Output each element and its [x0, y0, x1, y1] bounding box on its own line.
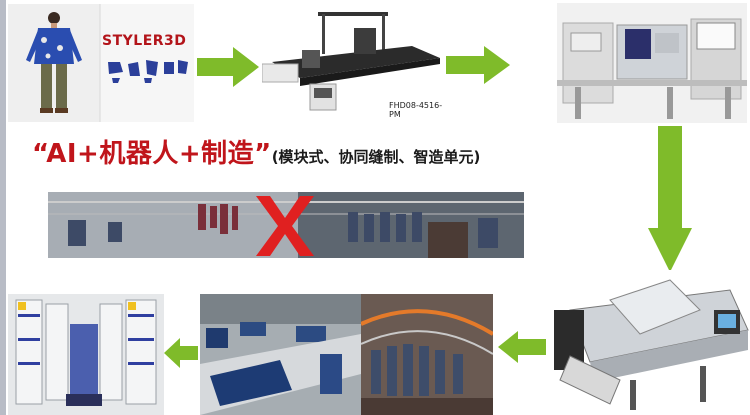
arrow-right-icon: [446, 46, 510, 84]
robot-cell-image: [554, 279, 749, 410]
warehouse-panel: [8, 294, 164, 415]
hanging-system-image: [361, 294, 493, 415]
title-sub: (模块式、协同缝制、智造单元): [271, 148, 481, 166]
hanging-line-panel: [361, 294, 493, 415]
slide-edge-bar: [0, 0, 6, 415]
arrow-left-icon: [498, 331, 546, 363]
arrow-left-icon: [164, 338, 198, 368]
packing-panel: [200, 294, 361, 415]
packing-line-image: [200, 294, 361, 415]
machine-model-label: FHD08-4516-PM: [389, 101, 443, 119]
robot-cell-panel: [550, 270, 750, 415]
sewing-workstation-panel: [557, 3, 747, 123]
styler3d-logo-text: STYLER3D: [102, 33, 187, 49]
avatar-figure: [8, 4, 194, 122]
warehouse-robot-image: [8, 294, 164, 415]
arrow-down-icon: [648, 126, 692, 272]
slide-title: “AI+机器人+制造”(模块式、协同缝制、智造单元): [32, 133, 480, 170]
sewing-robot-image: [557, 3, 747, 123]
cutter-machine-panel: FHD08-4516-PM: [262, 2, 445, 120]
design-panel: STYLER3D: [8, 4, 194, 122]
title-main: “AI+机器人+制造”: [32, 139, 272, 169]
cutting-machine-image: [262, 12, 440, 111]
traditional-factory-panel: [48, 192, 524, 258]
cross-icon: [256, 196, 314, 256]
arrow-right-icon: [197, 47, 259, 87]
